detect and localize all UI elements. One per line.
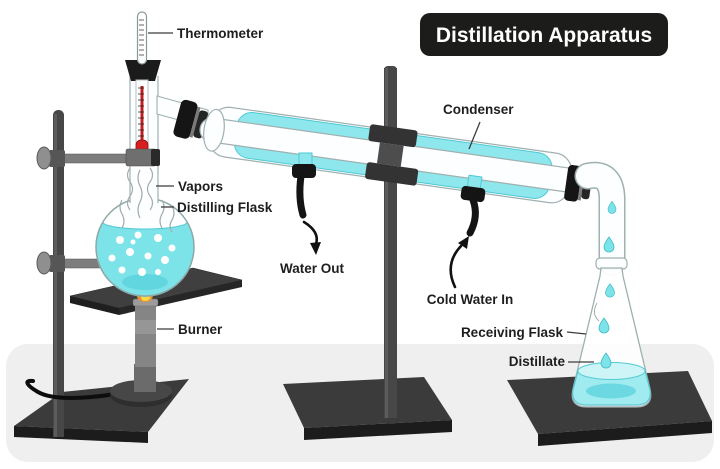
water-out-label: Water Out bbox=[280, 261, 345, 276]
labels: Thermometer Vapors Distilling Flask Wate… bbox=[177, 26, 565, 369]
title-badge: Distillation Apparatus bbox=[420, 13, 668, 56]
cold-water-in-label: Cold Water In bbox=[427, 292, 514, 307]
vapor-lines bbox=[119, 167, 175, 233]
stand-clamp-lower bbox=[36, 251, 142, 275]
water-out-arrow bbox=[302, 220, 319, 246]
flask-stopper bbox=[125, 60, 161, 81]
distilling-flask bbox=[95, 11, 209, 297]
stand-clamp-upper bbox=[36, 146, 137, 170]
water-out-port bbox=[292, 152, 316, 219]
middle-clamp bbox=[365, 124, 419, 186]
clamp-knob-upper bbox=[36, 146, 52, 170]
neck-clamp-grip bbox=[151, 149, 160, 166]
burner-label: Burner bbox=[178, 322, 223, 337]
distilling-flask-label: Distilling Flask bbox=[177, 200, 273, 215]
receiving-flask-label: Receiving Flask bbox=[461, 325, 564, 340]
condensate-droplets bbox=[603, 200, 617, 253]
cold-water-in-hose bbox=[466, 196, 479, 237]
thermometer bbox=[135, 11, 149, 157]
delivery-elbow-tube bbox=[574, 161, 628, 276]
vapors-label: Vapors bbox=[178, 179, 223, 194]
left-stand-rod bbox=[53, 110, 64, 437]
leader-lines bbox=[148, 32, 594, 363]
condenser-opening bbox=[203, 108, 225, 152]
condenser-label: Condenser bbox=[443, 102, 514, 117]
middle-stand-rod bbox=[384, 66, 397, 418]
cold-water-in-port bbox=[460, 174, 486, 237]
falling-droplets bbox=[593, 283, 615, 369]
flask-liquid-shadow bbox=[122, 274, 168, 290]
water-out-hose bbox=[296, 172, 307, 219]
page-title: Distillation Apparatus bbox=[436, 24, 652, 47]
cold-water-in-arrow bbox=[449, 244, 463, 289]
drip-trace bbox=[593, 302, 600, 322]
flow-arrows bbox=[302, 220, 469, 289]
clamp-knob-lower bbox=[36, 251, 52, 275]
burner-gas-tube bbox=[25, 378, 139, 400]
receiving-flask bbox=[571, 267, 652, 408]
boiling-bubbles bbox=[108, 231, 176, 276]
condenser-left-connector bbox=[173, 99, 208, 139]
distillate-label: Distillate bbox=[509, 354, 566, 369]
thermometer-label: Thermometer bbox=[177, 26, 264, 41]
middle-stand-base bbox=[283, 377, 452, 440]
